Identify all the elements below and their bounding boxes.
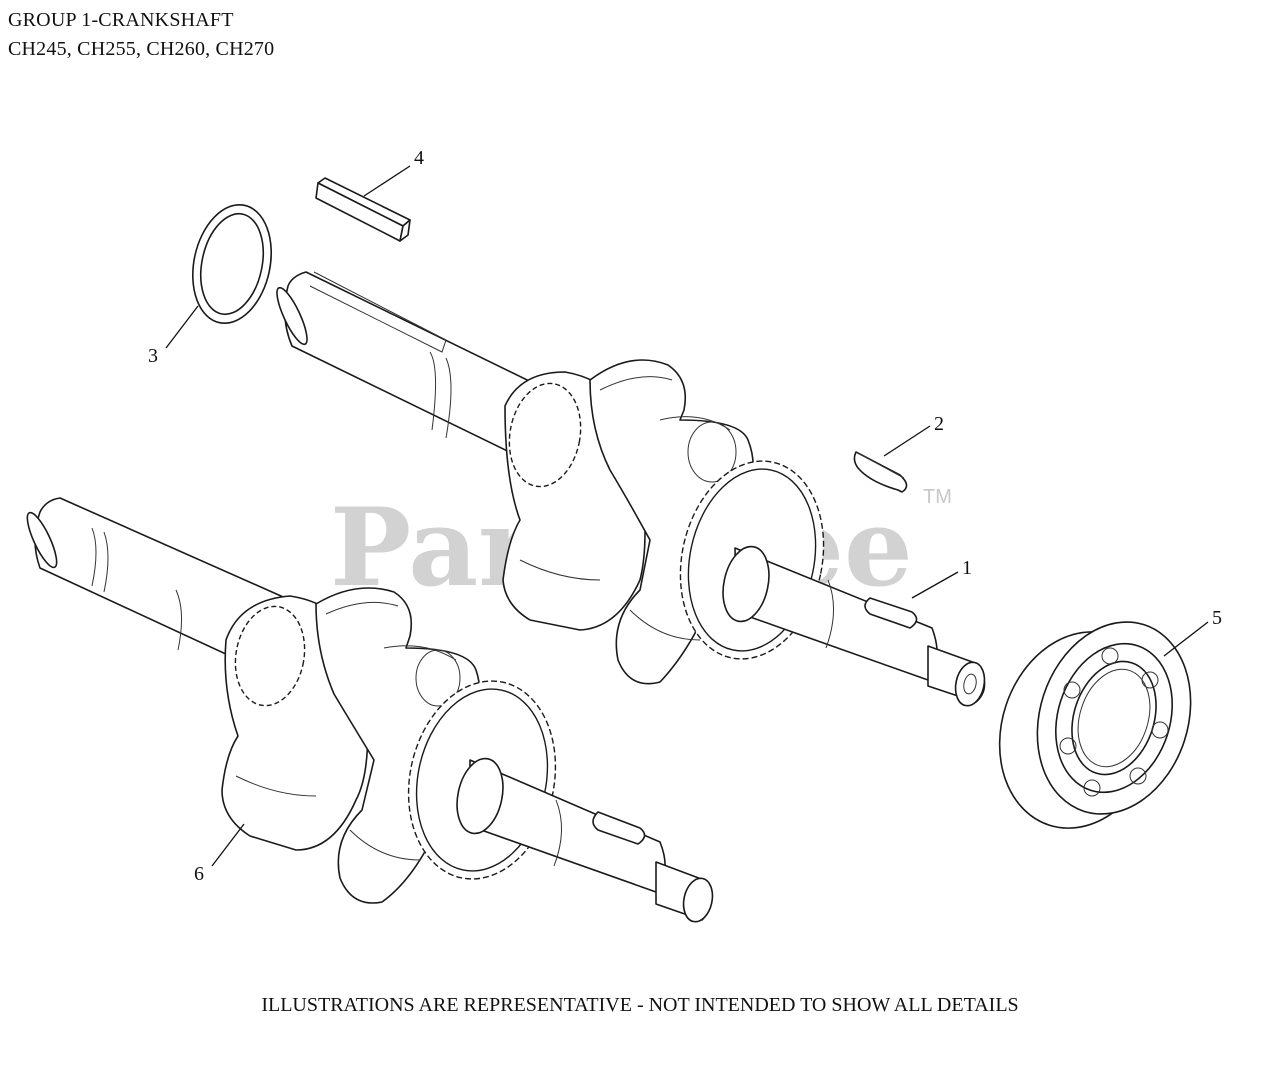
model-list: CH245, CH255, CH260, CH270 xyxy=(8,38,275,60)
callout-1[interactable]: 1 xyxy=(911,557,972,599)
disclaimer-note: ILLUSTRATIONS ARE REPRESENTATIVE - NOT I… xyxy=(261,994,1019,1016)
callout-3[interactable]: 3 xyxy=(148,305,199,367)
callout-4[interactable]: 4 xyxy=(363,147,424,197)
key-part-2[interactable] xyxy=(853,451,908,493)
callout-5[interactable]: 5 xyxy=(1163,607,1222,657)
callout-6[interactable]: 6 xyxy=(194,823,245,885)
callout-number-2: 2 xyxy=(934,413,944,435)
callout-2[interactable]: 2 xyxy=(883,413,944,457)
callout-number-4: 4 xyxy=(414,147,424,169)
crankshaft-part-6[interactable] xyxy=(22,497,716,924)
crankshaft-part-1[interactable] xyxy=(272,271,989,708)
callout-number-5: 5 xyxy=(1212,607,1222,629)
key-part-4[interactable] xyxy=(315,177,411,242)
washer-part-3[interactable] xyxy=(182,197,281,330)
diagram-title: GROUP 1-CRANKSHAFT xyxy=(8,9,234,31)
bearing-part-5[interactable] xyxy=(975,602,1215,849)
trademark-mark: TM xyxy=(923,486,952,508)
callout-number-3: 3 xyxy=(148,345,158,367)
callout-number-1: 1 xyxy=(962,557,972,579)
callout-number-6: 6 xyxy=(194,863,204,885)
